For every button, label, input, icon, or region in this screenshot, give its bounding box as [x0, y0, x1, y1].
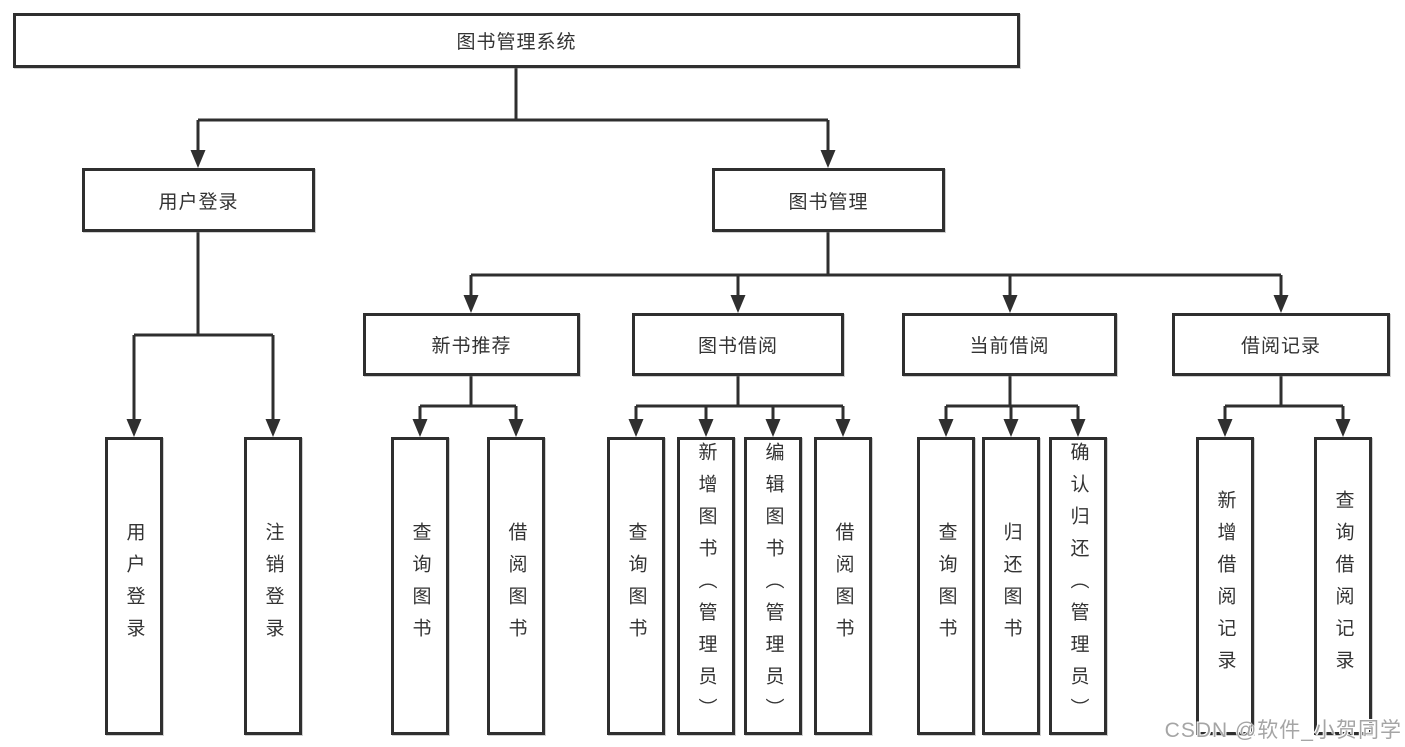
- arrow-icon: [265, 419, 281, 437]
- node-br-add-record-label: 新增借阅记录: [1214, 490, 1236, 682]
- node-book-mgmt: 图书管理: [712, 168, 945, 232]
- arrow-icon: [1217, 419, 1233, 437]
- node-rec-borrow-book: 借阅图书: [487, 437, 545, 735]
- node-user-login-label: 用户登录: [158, 191, 239, 213]
- connector-new-book-rec-branch: [418, 376, 518, 421]
- node-borrow-record-label: 借阅记录: [1240, 336, 1321, 357]
- node-leaf-logout-label: 注销登录: [262, 522, 284, 650]
- node-bb-add-book-label: 新增图书（管理员）: [695, 442, 717, 730]
- arrow-icon: [1070, 419, 1086, 437]
- connector-book-mgmt-branch: [469, 232, 1283, 297]
- arrow-icon: [1335, 419, 1351, 437]
- node-user-login: 用户登录: [82, 168, 315, 232]
- arrow-icon: [1002, 295, 1018, 313]
- node-rec-query-book-label: 查询图书: [409, 522, 431, 650]
- arrow-icon: [126, 419, 142, 437]
- arrow-icon: [730, 295, 746, 313]
- node-current-borrow: 当前借阅: [902, 313, 1117, 376]
- node-br-query-record: 查询借阅记录: [1314, 437, 1372, 735]
- node-new-book-rec: 新书推荐: [363, 313, 580, 376]
- node-leaf-user-login: 用户登录: [105, 437, 163, 735]
- arrow-icon: [698, 419, 714, 437]
- arrow-icon: [628, 419, 644, 437]
- node-cb-query-book: 查询图书: [917, 437, 975, 735]
- node-cb-confirm-return-label: 确认归还（管理员）: [1067, 442, 1089, 730]
- node-bb-edit-book: 编辑图书（管理员）: [744, 437, 802, 735]
- arrow-icon: [508, 419, 524, 437]
- node-cb-query-book-label: 查询图书: [935, 522, 957, 650]
- node-bb-borrow-book: 借阅图书: [814, 437, 872, 735]
- node-rec-borrow-book-label: 借阅图书: [505, 522, 527, 650]
- arrow-icon: [765, 419, 781, 437]
- connector-current-borrow-branch: [944, 376, 1080, 421]
- connector-book-borrow-branch: [634, 376, 845, 421]
- connector-root-branch: [196, 68, 830, 152]
- node-rec-query-book: 查询图书: [391, 437, 449, 735]
- csdn-watermark: CSDN @软件_小贺同学: [1164, 719, 1402, 742]
- node-cb-confirm-return: 确认归还（管理员）: [1049, 437, 1107, 735]
- arrow-icon: [412, 419, 428, 437]
- node-cb-return-book-label: 归还图书: [1000, 522, 1022, 650]
- connector-borrow-record-branch: [1223, 376, 1345, 421]
- node-root: 图书管理系统: [13, 13, 1020, 68]
- connector-user-login-branch: [132, 232, 275, 421]
- node-book-borrow: 图书借阅: [632, 313, 844, 376]
- arrow-icon: [190, 150, 206, 168]
- node-br-query-record-label: 查询借阅记录: [1332, 490, 1354, 682]
- arrow-icon: [1003, 419, 1019, 437]
- node-bb-add-book: 新增图书（管理员）: [677, 437, 735, 735]
- node-current-borrow-label: 当前借阅: [969, 336, 1050, 357]
- node-leaf-user-login-label: 用户登录: [123, 522, 145, 650]
- node-new-book-rec-label: 新书推荐: [431, 336, 512, 357]
- node-root-label: 图书管理系统: [456, 32, 577, 53]
- node-borrow-record: 借阅记录: [1172, 313, 1390, 376]
- arrow-icon: [1273, 295, 1289, 313]
- node-book-mgmt-label: 图书管理: [788, 191, 869, 213]
- node-br-add-record: 新增借阅记录: [1196, 437, 1254, 735]
- node-bb-query-book-label: 查询图书: [625, 522, 647, 650]
- node-cb-return-book: 归还图书: [982, 437, 1040, 735]
- arrow-icon: [820, 150, 836, 168]
- arrow-icon: [835, 419, 851, 437]
- arrow-icon: [463, 295, 479, 313]
- node-book-borrow-label: 图书借阅: [697, 336, 778, 357]
- node-bb-borrow-book-label: 借阅图书: [832, 522, 854, 650]
- arrow-icon: [938, 419, 954, 437]
- node-bb-query-book: 查询图书: [607, 437, 665, 735]
- node-leaf-logout: 注销登录: [244, 437, 302, 735]
- node-bb-edit-book-label: 编辑图书（管理员）: [762, 442, 784, 730]
- arrowheads: [126, 150, 1351, 437]
